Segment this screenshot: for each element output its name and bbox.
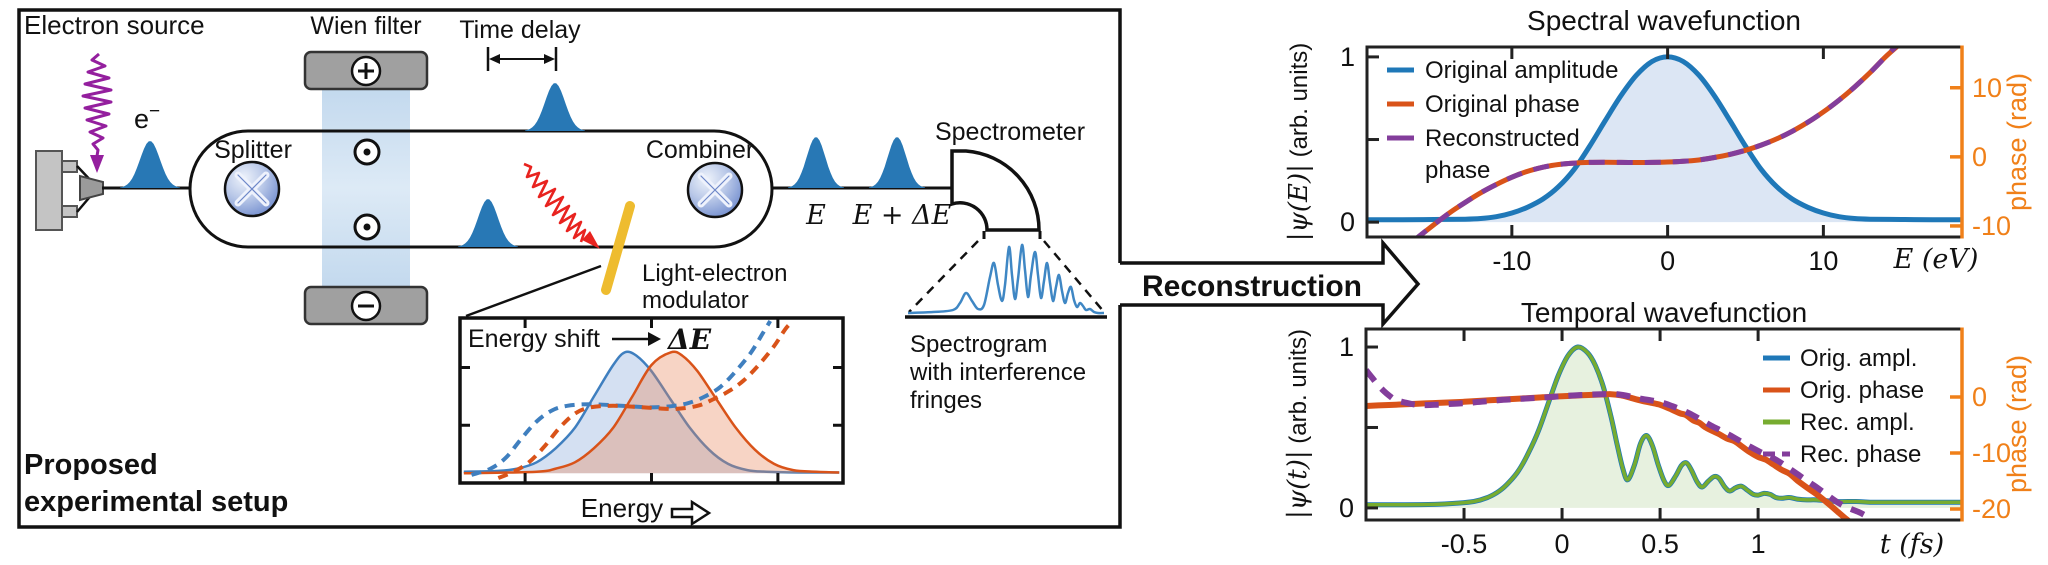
spectral-chart-title: Spectral wavefunction xyxy=(1527,5,1801,36)
legend-item: phase xyxy=(1425,157,1490,184)
spectrometer-icon xyxy=(950,149,1042,239)
y-tick-label: 1 xyxy=(1339,332,1354,362)
spectral-ylabel-right: phase (rad) xyxy=(2002,73,2032,211)
inset-series-phase before shift xyxy=(470,319,772,477)
x-tick-label: 10 xyxy=(1808,246,1838,276)
inset-fill-spectrum before shift xyxy=(463,351,840,474)
electron-gun xyxy=(35,150,104,231)
b-field-out-icon xyxy=(353,213,381,241)
energy-axis-arrow-icon xyxy=(670,499,712,527)
excitation-laser-pulse-icon xyxy=(81,52,113,173)
combiner-label: Combiner xyxy=(646,136,754,164)
beam-energy-shift-label: E + ΔE xyxy=(852,200,952,231)
phase-tick-label: 0 xyxy=(1972,142,1987,172)
electron-pulse-icons xyxy=(120,83,925,247)
inset-xlabel: Energy xyxy=(581,493,663,523)
y-tick-label: 0 xyxy=(1339,493,1354,523)
inset-series-phase after shift xyxy=(497,319,795,480)
inset-series-spectrum before shift xyxy=(463,350,840,474)
electron-source-label: Electron source xyxy=(24,10,205,40)
inset-series-spectrum after shift xyxy=(463,350,840,475)
electron-pulse-icon xyxy=(869,137,925,188)
y-tick-label: 1 xyxy=(1340,42,1355,72)
energy-shift-inset xyxy=(458,316,845,485)
beam-energy-label: E xyxy=(805,200,826,231)
wien-plate-positive xyxy=(303,50,429,91)
phase-tick-label: -20 xyxy=(1972,494,2011,524)
spectrogram-curve xyxy=(907,243,1105,315)
b-field-out-icon xyxy=(353,138,381,166)
spectrogram-line xyxy=(907,243,1105,315)
modulator-label: Light-electron modulator xyxy=(642,260,794,314)
x-tick-label: 0 xyxy=(1555,529,1570,559)
combiner-element-icon xyxy=(686,161,744,219)
x-tick-label: 0 xyxy=(1660,246,1675,276)
legend-item: Original phase xyxy=(1425,91,1580,118)
inset-fill-spectrum after shift xyxy=(463,351,840,474)
phase-tick-label: -10 xyxy=(1972,438,2011,468)
electron-pulse-icon xyxy=(458,199,518,247)
series-Reconstructed phase xyxy=(1414,47,1899,237)
phase-tick-label: 0 xyxy=(1972,382,1987,412)
wien-filter-label: Wien filter xyxy=(310,12,421,40)
time-delay-marker xyxy=(486,47,558,71)
wien-plate-negative xyxy=(303,285,429,326)
electron-pulse-icon xyxy=(788,137,844,188)
plot-area xyxy=(1366,344,1962,520)
inset-plot-area xyxy=(463,319,840,480)
phase-tick-label: -10 xyxy=(1972,211,2011,241)
x-tick-label: 1 xyxy=(1751,529,1766,559)
legend-item: Reconstructed xyxy=(1425,125,1580,152)
y-tick-label: 0 xyxy=(1340,207,1355,237)
inset-callout-line xyxy=(465,264,602,318)
spectral-wavefunction-chart: -10 0 10 0 1 -10 0 10 xyxy=(1340,42,2011,276)
axes-box xyxy=(1364,327,1962,522)
light-electron-modulator-bar xyxy=(601,201,635,295)
inset-title: Energy shift xyxy=(468,325,600,353)
x-tick-label: 0.5 xyxy=(1641,529,1679,559)
temporal-chart-title: Temporal wavefunction xyxy=(1521,297,1807,328)
phase-tick-label: 10 xyxy=(1972,73,2002,103)
spectral-xlabel: E (eV) xyxy=(1893,244,1979,275)
reconstruction-arrow xyxy=(1120,238,1421,329)
electron-pulse-icon xyxy=(120,141,180,188)
series-Rec. ampl. xyxy=(1366,345,1962,507)
reconstruction-label: Reconstruction xyxy=(1142,270,1362,303)
energy-shift-arrow-icon xyxy=(612,332,661,346)
splitter-element-icon xyxy=(223,160,281,218)
fill-Original amplitude xyxy=(1367,56,1962,223)
temporal-ylabel-left: |ψ(t)| (arb. units) xyxy=(1283,329,1313,519)
wien-field-band xyxy=(322,89,410,287)
x-tick-label: -10 xyxy=(1492,246,1531,276)
x-tick-label: -0.5 xyxy=(1441,529,1488,559)
series-Rec. phase xyxy=(1366,368,1868,519)
temporal-xlabel: t (fs) xyxy=(1880,529,1944,560)
spectrogram-caption: Spectrogram with interference fringes xyxy=(909,331,1093,414)
axes-box xyxy=(1365,45,1962,239)
time-delay-label: Time delay xyxy=(459,16,581,44)
legend-item: Original amplitude xyxy=(1425,57,1618,84)
delta-e-label: ΔE xyxy=(666,323,712,356)
legend-item: Rec. ampl. xyxy=(1800,409,1915,436)
electron-label: e− xyxy=(134,101,160,134)
legend-item: Orig. phase xyxy=(1800,377,1924,404)
panel-title: Proposed experimental setup xyxy=(24,449,288,518)
spectral-legend: Original amplitude Original phase Recons… xyxy=(1387,57,1618,184)
legend-item: Orig. ampl. xyxy=(1800,345,1917,372)
setup-panel-border xyxy=(17,8,1122,529)
projection-dash-left xyxy=(908,240,979,313)
splitter-label: Splitter xyxy=(214,136,292,164)
legend-item: Rec. phase xyxy=(1800,441,1921,468)
spectral-ylabel-left: |ψ(E)| (arb. units) xyxy=(1284,43,1314,242)
spectrometer-label: Spectrometer xyxy=(935,118,1085,146)
electron-pulse-icon xyxy=(525,83,585,131)
temporal-wavefunction-chart: -0.5 0 0.5 1 0 1 -20 -10 0 xyxy=(1339,327,2011,559)
temporal-ylabel-right: phase (rad) xyxy=(2002,355,2032,493)
modulation-laser-pulse-icon xyxy=(523,162,600,249)
temporal-legend: Orig. ampl. Orig. phase Rec. ampl. Rec. … xyxy=(1763,345,1924,468)
